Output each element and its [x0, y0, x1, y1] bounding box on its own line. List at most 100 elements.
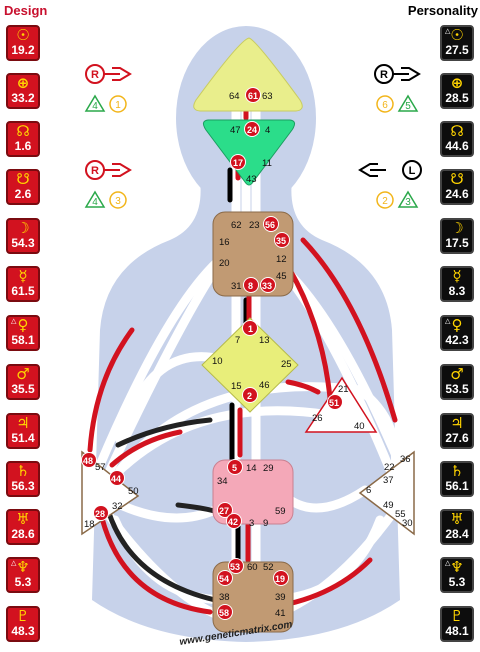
- personality-venus-value: 42.3: [445, 333, 469, 347]
- gate-label: 9: [263, 518, 268, 529]
- design-pluto-card[interactable]: ♇48.3: [6, 606, 40, 642]
- gate-label: 6: [366, 485, 371, 496]
- personality-moon-card[interactable]: ☽17.5: [440, 218, 474, 254]
- gate-label: 45: [276, 271, 287, 282]
- design-top-circle-value: 1: [115, 100, 121, 111]
- personality-sun-card[interactable]: △☉27.5: [440, 25, 474, 61]
- personality-uranus-card[interactable]: ♅28.4: [440, 509, 474, 545]
- gate-label: 37: [383, 475, 394, 486]
- gate-label: 47: [230, 125, 241, 136]
- personality-north-node-card[interactable]: ☊44.6: [440, 121, 474, 157]
- gate-label: 27: [219, 506, 229, 516]
- design-north-node-card[interactable]: ☊1.6: [6, 121, 40, 157]
- personality-south-node-card[interactable]: ☋24.6: [440, 169, 474, 205]
- personality-jupiter-card[interactable]: ♃27.6: [440, 413, 474, 449]
- design-moon-card[interactable]: ☽54.3: [6, 218, 40, 254]
- gate-label: 50: [128, 486, 139, 497]
- design-top-triangle-value: 4: [92, 101, 98, 112]
- gate-label: 30: [402, 518, 413, 529]
- gate-label: 26: [312, 413, 323, 424]
- design-mars-card[interactable]: ♂35.5: [6, 364, 40, 400]
- gate-label: 25: [281, 359, 292, 370]
- activation-marker: △: [445, 27, 451, 35]
- design-venus-card[interactable]: △♀58.1: [6, 315, 40, 351]
- gate-label: 2: [247, 391, 252, 401]
- ajna-center: [202, 119, 296, 186]
- personality-saturn-card[interactable]: ♄56.1: [440, 461, 474, 497]
- activation-marker: △: [445, 317, 451, 325]
- sacral-center: [212, 459, 294, 525]
- design-mercury-card[interactable]: ☿61.5: [6, 266, 40, 302]
- personality-top-arrow: R 6 5: [374, 64, 421, 113]
- personality-mercury-value: 8.3: [448, 284, 466, 298]
- jupiter-icon: ♃: [450, 414, 464, 432]
- pluto-icon: ♇: [16, 607, 30, 625]
- design-saturn-card[interactable]: ♄56.3: [6, 461, 40, 497]
- root-center: [212, 561, 294, 633]
- gate-label: 49: [383, 500, 394, 511]
- saturn-icon: ♄: [450, 462, 464, 480]
- sun-icon: ☉: [450, 26, 464, 44]
- design-bottom-circle-value: 3: [115, 196, 121, 207]
- arrow-right-icon: [393, 67, 421, 81]
- uranus-icon: ♅: [450, 510, 464, 528]
- design-sun-card[interactable]: ☉19.2: [6, 25, 40, 61]
- neptune-icon: ♆: [16, 558, 30, 576]
- gate-label: 38: [219, 592, 230, 603]
- venus-icon: ♀: [451, 316, 463, 334]
- personality-earth-card[interactable]: ⊕28.5: [440, 73, 474, 109]
- personality-venus-card[interactable]: △♀42.3: [440, 315, 474, 351]
- neptune-icon: ♆: [450, 558, 464, 576]
- personality-pluto-card[interactable]: ♇48.1: [440, 606, 474, 642]
- gate-label: 63: [262, 91, 273, 102]
- design-bottom-arrow-letter: R: [91, 165, 99, 177]
- gate-label: 11: [262, 158, 272, 169]
- earth-icon: ⊕: [450, 74, 464, 92]
- south-node-icon: ☋: [16, 170, 30, 188]
- design-neptune-value: 5.3: [14, 575, 32, 589]
- personality-bottom-circle-value: 2: [382, 196, 388, 207]
- gate-label: 56: [265, 220, 275, 230]
- design-moon-value: 54.3: [11, 236, 35, 250]
- personality-neptune-card[interactable]: △♆5.3: [440, 557, 474, 593]
- design-earth-card[interactable]: ⊕33.2: [6, 73, 40, 109]
- design-earth-value: 33.2: [11, 91, 35, 105]
- personality-column-title: Personality: [407, 3, 478, 18]
- gate-label: 61: [248, 91, 258, 101]
- gate-label: 1: [248, 324, 253, 334]
- gate-label: 58: [219, 608, 229, 618]
- gate-label: 19: [275, 574, 285, 584]
- gate-label: 40: [354, 421, 365, 432]
- design-jupiter-card[interactable]: ♃51.4: [6, 413, 40, 449]
- gate-label: 23: [249, 220, 260, 231]
- gate-label: 12: [276, 254, 287, 265]
- sun-icon: ☉: [16, 26, 30, 44]
- moon-icon: ☽: [16, 219, 30, 237]
- gate-label: 44: [111, 474, 121, 484]
- personality-mercury-card[interactable]: ☿8.3: [440, 266, 474, 302]
- gate-label: 17: [233, 158, 243, 168]
- mercury-icon: ☿: [452, 267, 462, 285]
- personality-mars-card[interactable]: ♂53.5: [440, 364, 474, 400]
- design-neptune-card[interactable]: △♆5.3: [6, 557, 40, 593]
- design-bottom-arrow: R 4 3: [84, 160, 132, 209]
- design-top-arrow-letter: R: [91, 69, 99, 81]
- personality-uranus-value: 28.4: [445, 527, 469, 541]
- design-south-node-card[interactable]: ☋2.6: [6, 169, 40, 205]
- gate-label: 35: [276, 236, 286, 246]
- gate-label: 28: [95, 509, 105, 519]
- design-top-arrow: R 4 1: [84, 64, 132, 113]
- mercury-icon: ☿: [18, 267, 28, 285]
- gate-label: 55: [395, 509, 406, 520]
- design-north-node-value: 1.6: [14, 139, 32, 153]
- design-mercury-value: 61.5: [11, 284, 35, 298]
- pluto-icon: ♇: [450, 607, 464, 625]
- design-venus-value: 58.1: [11, 333, 35, 347]
- design-jupiter-value: 51.4: [11, 431, 35, 445]
- earth-icon: ⊕: [16, 74, 30, 92]
- gate-label: 48: [83, 456, 93, 466]
- g-center: [201, 317, 299, 413]
- gate-label: 39: [275, 592, 286, 603]
- design-uranus-card[interactable]: ♅28.6: [6, 509, 40, 545]
- moon-icon: ☽: [450, 219, 464, 237]
